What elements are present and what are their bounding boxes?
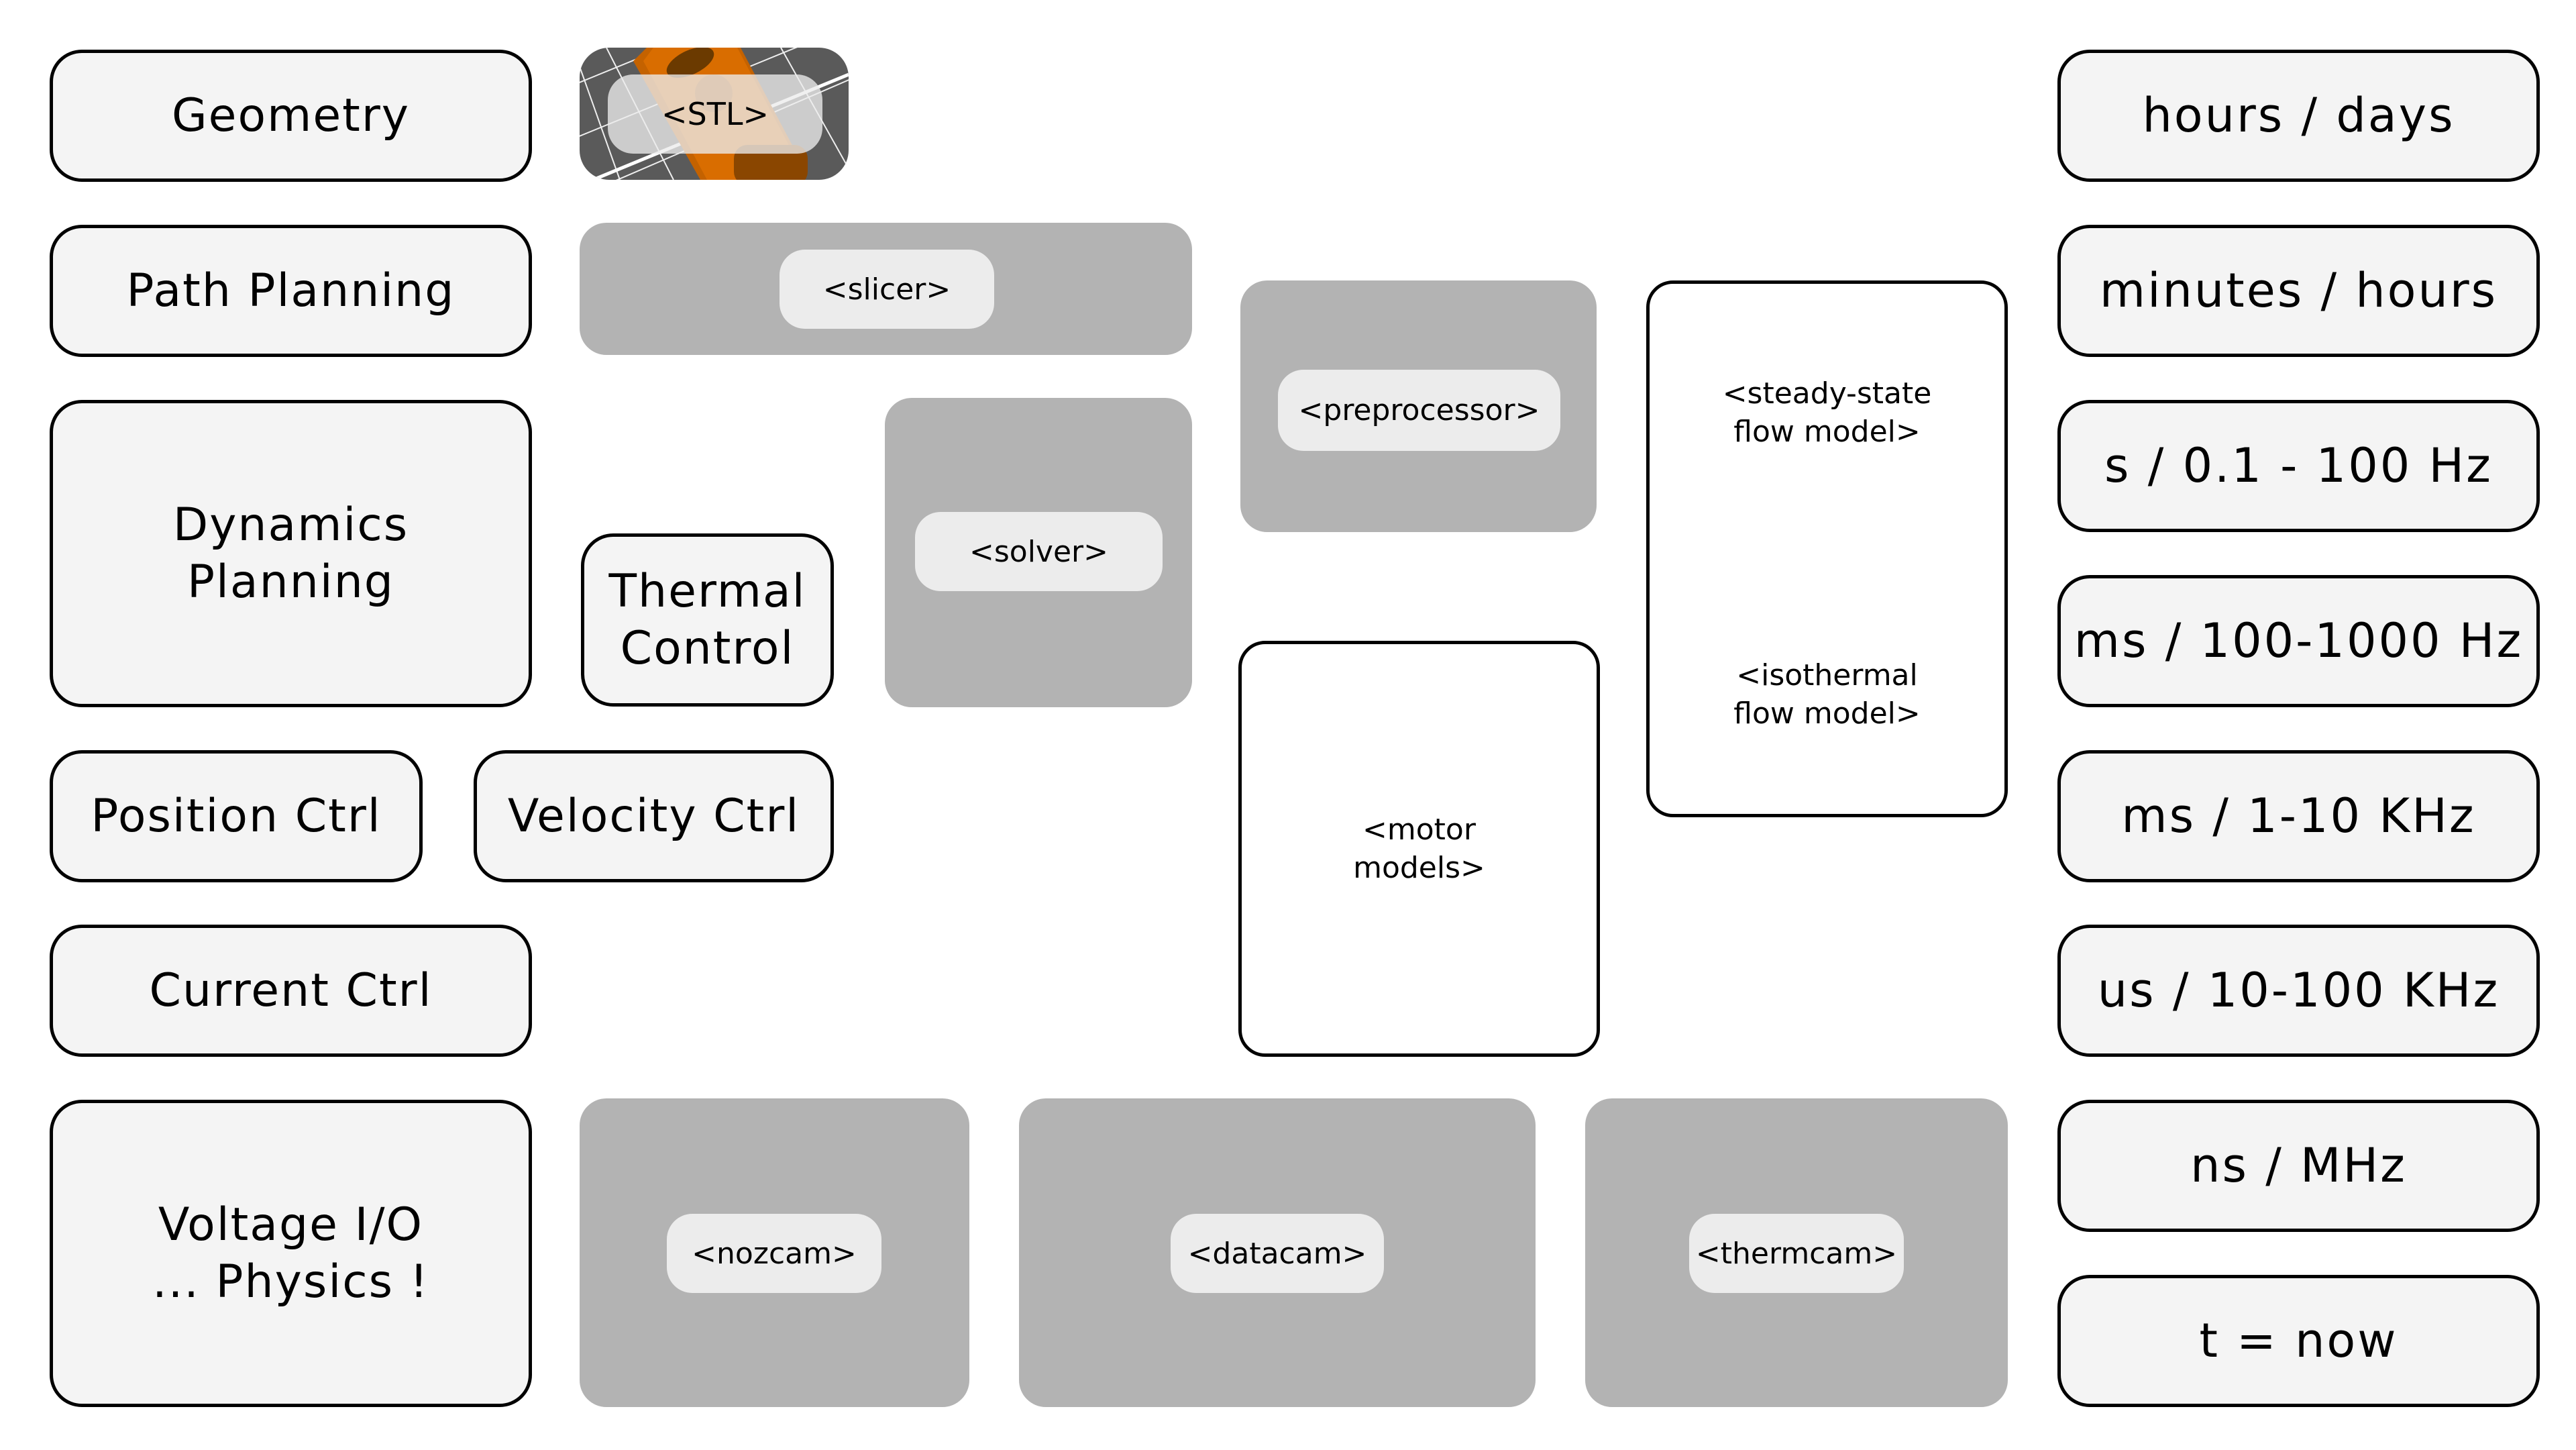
geometry-box: Geometry xyxy=(50,50,532,182)
timescale-us: us / 10-100 KHz xyxy=(2057,925,2540,1057)
steady-state-flow-model-line2: flow model> xyxy=(1733,415,1921,450)
timescale-label: s / 0.1 - 100 Hz xyxy=(2104,437,2493,493)
thermcam-label: <thermcam> xyxy=(1695,1236,1898,1271)
timescale-label: ms / 100-1000 Hz xyxy=(2074,613,2524,668)
timescale-label: minutes / hours xyxy=(2099,262,2498,318)
timescale-label: us / 10-100 KHz xyxy=(2097,962,2500,1018)
isothermal-flow-model-line1: <isothermal xyxy=(1736,658,1918,692)
voltage-io-label-line2: ... Physics ! xyxy=(152,1255,429,1308)
motor-models-box[interactable]: <motor models> xyxy=(1238,641,1600,1057)
flow-models-box: <steady-state flow model> <isothermal fl… xyxy=(1646,280,2008,817)
preprocessor-label-pill: <preprocessor> xyxy=(1278,370,1560,451)
timescale-minutes-hours: minutes / hours xyxy=(2057,225,2540,357)
dynamics-planning-label-line2: Planning xyxy=(187,556,394,609)
geometry-label: Geometry xyxy=(171,89,411,142)
solver-label-pill: <solver> xyxy=(915,512,1163,591)
current-ctrl-label: Current Ctrl xyxy=(149,964,433,1017)
timescale-label: t = now xyxy=(2199,1312,2398,1368)
stl-module[interactable]: <STL> xyxy=(580,48,849,180)
preprocessor-module[interactable]: <preprocessor> xyxy=(1240,280,1597,532)
current-ctrl-box: Current Ctrl xyxy=(50,925,532,1057)
velocity-ctrl-box: Velocity Ctrl xyxy=(474,750,834,882)
motor-models-line1: <motor xyxy=(1362,812,1476,847)
timescale-hours-days: hours / days xyxy=(2057,50,2540,182)
position-ctrl-label: Position Ctrl xyxy=(91,790,382,843)
preprocessor-label: <preprocessor> xyxy=(1298,393,1540,427)
nozcam-module[interactable]: <nozcam> xyxy=(580,1098,969,1407)
timescale-label: ms / 1-10 KHz xyxy=(2121,788,2476,843)
timescale-label: ns / MHz xyxy=(2190,1137,2407,1193)
slicer-label-pill: <slicer> xyxy=(780,250,994,329)
stl-label: <STL> xyxy=(661,96,769,132)
steady-state-flow-model-line1: <steady-state xyxy=(1722,376,1932,411)
timescale-label: hours / days xyxy=(2142,87,2455,143)
timescale-now: t = now xyxy=(2057,1275,2540,1407)
position-ctrl-box: Position Ctrl xyxy=(50,750,423,882)
dynamics-planning-box: Dynamics Planning xyxy=(50,400,532,707)
isothermal-flow-model-line2: flow model> xyxy=(1733,696,1921,731)
stl-label-pill: <STL> xyxy=(608,74,822,154)
timescale-ms-1-10khz: ms / 1-10 KHz xyxy=(2057,750,2540,882)
timescale-ns: ns / MHz xyxy=(2057,1100,2540,1232)
thermal-control-label-line2: Control xyxy=(620,622,795,675)
voltage-io-label-line1: Voltage I/O xyxy=(158,1198,424,1251)
solver-label: <solver> xyxy=(969,534,1108,569)
isothermal-flow-model[interactable]: <isothermal flow model> xyxy=(1650,656,2004,733)
path-planning-box: Path Planning xyxy=(50,225,532,357)
thermcam-label-pill: <thermcam> xyxy=(1689,1214,1904,1293)
timescale-seconds: s / 0.1 - 100 Hz xyxy=(2057,400,2540,532)
datacam-module[interactable]: <datacam> xyxy=(1019,1098,1536,1407)
timescale-ms-100-1000hz: ms / 100-1000 Hz xyxy=(2057,575,2540,707)
thermal-control-label-line1: Thermal xyxy=(608,565,806,618)
datacam-label: <datacam> xyxy=(1187,1236,1367,1271)
motor-models-line2: models> xyxy=(1353,851,1485,885)
voltage-io-box: Voltage I/O ... Physics ! xyxy=(50,1100,532,1407)
solver-module[interactable]: <solver> xyxy=(885,398,1192,707)
slicer-label: <slicer> xyxy=(822,272,951,307)
steady-state-flow-model[interactable]: <steady-state flow model> xyxy=(1650,374,2004,451)
thermcam-module[interactable]: <thermcam> xyxy=(1585,1098,2008,1407)
datacam-label-pill: <datacam> xyxy=(1171,1214,1384,1293)
nozcam-label-pill: <nozcam> xyxy=(667,1214,881,1293)
velocity-ctrl-label: Velocity Ctrl xyxy=(507,790,800,843)
thermal-control-box: Thermal Control xyxy=(581,533,834,707)
slicer-module[interactable]: <slicer> xyxy=(580,223,1192,355)
nozcam-label: <nozcam> xyxy=(692,1236,857,1271)
dynamics-planning-label-line1: Dynamics xyxy=(172,499,409,552)
path-planning-label: Path Planning xyxy=(126,264,455,317)
